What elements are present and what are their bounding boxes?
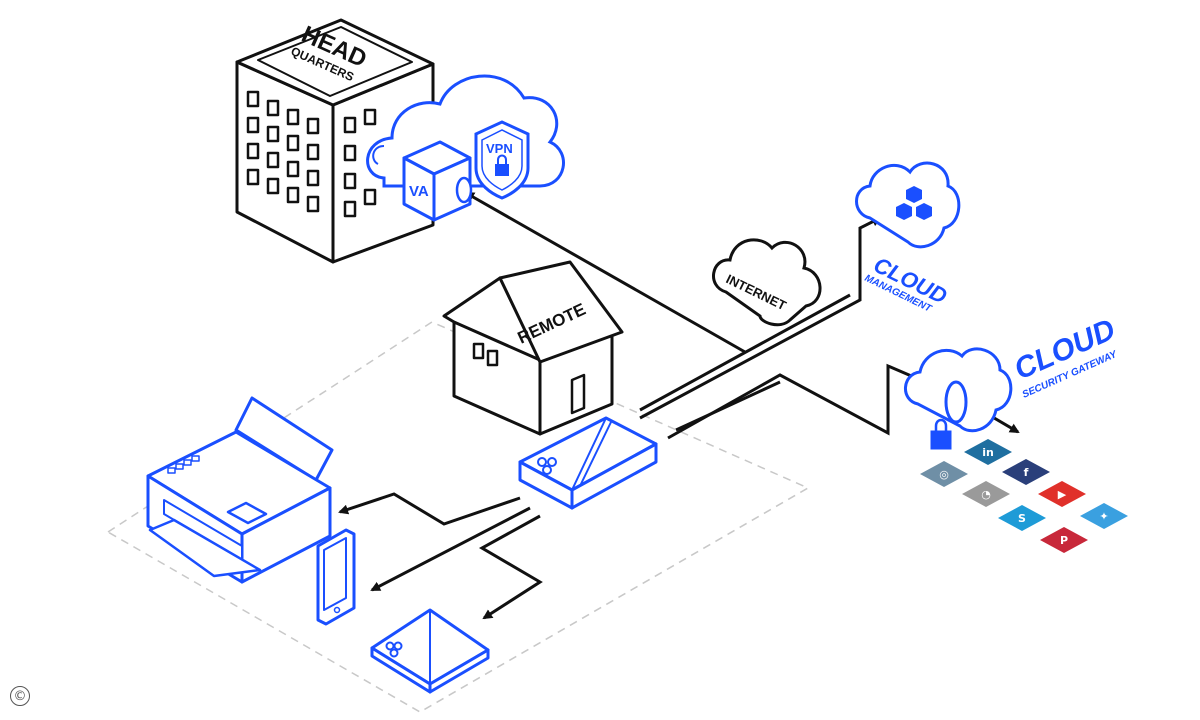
access-point-hex-icon — [385, 641, 403, 658]
connection-lines — [338, 191, 1020, 620]
cloud-management-cloud — [855, 161, 961, 249]
line-to-access-point — [478, 514, 543, 620]
skype-icon: S — [998, 505, 1046, 531]
vpn-shield-icon: VPN — [474, 120, 530, 200]
pinterest-icon-glyph: P — [1060, 534, 1068, 547]
gateway-lock-icon — [930, 430, 952, 450]
lock-icon — [495, 164, 509, 176]
vpn-label: VPN — [486, 141, 513, 156]
remote-router — [518, 416, 658, 510]
twitter-icon: ✦ — [1080, 503, 1128, 529]
linkedin-icon-glyph: in — [982, 446, 994, 459]
twitter-icon-glyph: ✦ — [1099, 510, 1108, 523]
printer — [146, 396, 334, 584]
line-to-cloud-management — [639, 216, 882, 420]
smartphone — [316, 528, 356, 626]
headquarters-building: HEAD QUARTERS — [235, 18, 435, 264]
remote-house: REMOTE — [442, 260, 624, 436]
cloud-management-hex-icon — [896, 186, 932, 220]
instagram-icon-glyph: ◎ — [939, 468, 949, 481]
facebook-icon: f — [1002, 459, 1050, 485]
facebook-icon-glyph: f — [1024, 466, 1029, 479]
line-to-printer — [338, 492, 521, 526]
cloud-app-icons: in f ◎ ◔ ▶ S ✦ P — [920, 439, 1128, 553]
va-label: VA — [409, 183, 429, 200]
line-to-phone — [370, 506, 531, 592]
rss-icon-glyph: ◔ — [981, 488, 991, 501]
rss-icon: ◔ — [962, 481, 1010, 507]
copyright-symbol: © — [10, 686, 30, 706]
skype-icon-glyph: S — [1018, 512, 1026, 525]
remote-zone-outline — [106, 321, 810, 713]
internet-cloud: INTERNET — [712, 238, 822, 327]
youtube-icon-glyph: ▶ — [1058, 488, 1067, 501]
va-cube: VA — [402, 140, 473, 222]
line-to-security-gateway — [667, 363, 931, 440]
line-to-hq — [464, 191, 746, 354]
router-hex-icon — [537, 457, 557, 475]
instagram-icon: ◎ — [920, 461, 968, 487]
pinterest-icon: P — [1040, 527, 1088, 553]
linkedin-icon: in — [964, 439, 1012, 465]
youtube-icon: ▶ — [1038, 481, 1086, 507]
access-point — [370, 608, 490, 694]
cloud-security-gateway — [904, 347, 1013, 450]
